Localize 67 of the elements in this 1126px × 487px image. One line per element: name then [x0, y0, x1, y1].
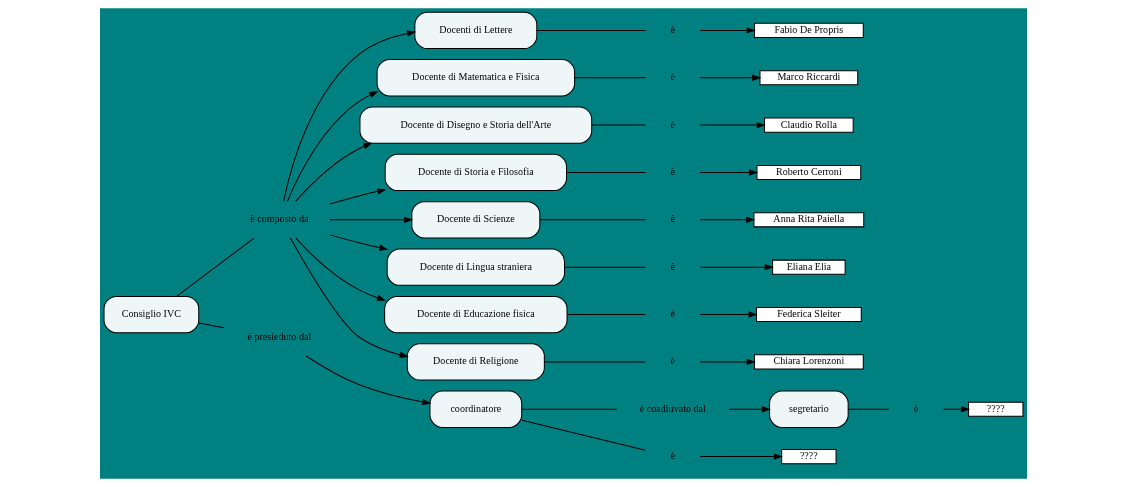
- node-box: Consiglio IVC: [103, 295, 199, 334]
- node-box: Eliana Elia: [771, 259, 846, 275]
- arrow: [699, 216, 755, 223]
- node-box: segretario: [768, 390, 849, 428]
- node-box: Chiara Lorenzoni: [753, 354, 864, 370]
- arrow: [699, 121, 766, 129]
- node-box: Federica Sleiter: [755, 306, 862, 323]
- node-box: Anna Rita Paiella: [752, 212, 864, 228]
- node-text: è presieduto dal: [246, 331, 311, 343]
- node-text: è: [670, 213, 675, 225]
- node-text: è: [670, 118, 675, 130]
- connector: [521, 419, 646, 451]
- node-text: è: [670, 260, 675, 272]
- node-text: è composto da: [249, 213, 308, 225]
- node-box: Docente di Lingua straniera: [386, 248, 565, 286]
- node-text: è: [670, 450, 675, 462]
- node-box: Docenti di Lettere: [413, 11, 537, 50]
- arrow: [328, 216, 413, 223]
- arrow: [289, 237, 409, 358]
- arrow: [699, 169, 758, 176]
- connector: [565, 171, 646, 173]
- node-text: è: [670, 71, 675, 83]
- connector: [566, 314, 646, 316]
- arrow: [328, 188, 386, 205]
- connector: [521, 408, 617, 410]
- node-text: è: [913, 402, 918, 414]
- node-box: ????: [967, 401, 1023, 417]
- connector: [563, 266, 646, 268]
- arrow: [282, 30, 416, 202]
- node-text: è: [670, 165, 675, 177]
- node-box: Marco Riccardi: [758, 70, 858, 86]
- node-box: Roberto Cerroni: [755, 164, 861, 181]
- arrow: [294, 237, 386, 301]
- arrow: [699, 264, 774, 271]
- arrow: [699, 453, 783, 460]
- connector: [197, 322, 224, 329]
- node-box: Docente di Storia e Filosofia: [384, 153, 567, 192]
- node-text: è: [670, 308, 675, 320]
- node-box: coordinatore: [429, 390, 522, 428]
- node-box: Docente di Religione: [406, 343, 545, 381]
- arrow: [328, 234, 388, 251]
- node-box: Docente di Scienze: [410, 201, 540, 239]
- connector: [543, 361, 646, 363]
- connector: [535, 29, 646, 31]
- arrow: [305, 355, 431, 406]
- node-box: Docente di Matematica e Fisica: [376, 59, 575, 97]
- node-box: ????: [780, 449, 837, 465]
- connector: [590, 124, 646, 126]
- arrow: [286, 91, 378, 203]
- connector: [847, 408, 889, 410]
- node-text: è: [670, 355, 675, 367]
- arrow: [728, 406, 771, 413]
- arrow: [699, 311, 758, 318]
- node-box: Docente di Disegno e Storia dell'Arte: [358, 106, 592, 144]
- arrow: [699, 358, 756, 366]
- node-box: Docente di Educazione fisica: [383, 295, 568, 334]
- connector: [538, 219, 646, 221]
- node-text: è coadiuvato dal: [639, 402, 706, 414]
- node-text: è: [670, 23, 675, 35]
- arrow: [942, 406, 970, 413]
- arrow: [699, 27, 756, 34]
- arrow: [294, 142, 372, 203]
- connector: [573, 77, 646, 79]
- node-box: Claudio Rolla: [763, 117, 854, 133]
- node-box: Fabio De Propris: [753, 22, 864, 38]
- arrow: [699, 74, 761, 81]
- connector: [175, 237, 255, 297]
